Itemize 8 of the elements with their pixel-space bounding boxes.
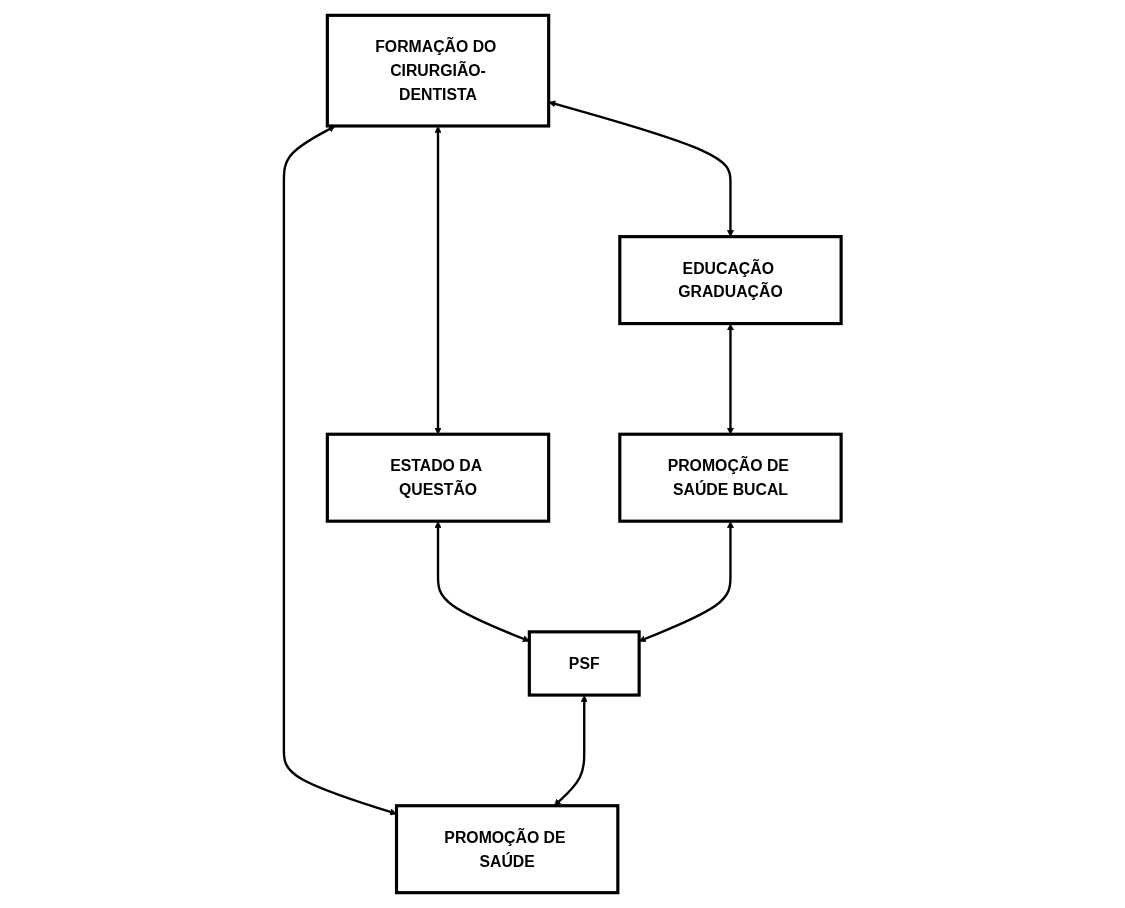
node-box: ESTADO DA QUESTÃO — [325, 432, 551, 523]
arrow — [434, 126, 442, 435]
node-box: PSF — [527, 630, 641, 697]
node-box: EDUCAÇÃO GRADUAÇÃO — [618, 235, 843, 326]
arrow — [727, 323, 734, 435]
node-box: FORMAÇÃO DO CIRURGIÃO-DENTISTA — [325, 13, 551, 128]
node-box: PROMOÇÃO DE SAÚDE — [394, 804, 620, 895]
node-box: PROMOÇÃO DE SAÚDE BUCAL — [618, 432, 843, 523]
